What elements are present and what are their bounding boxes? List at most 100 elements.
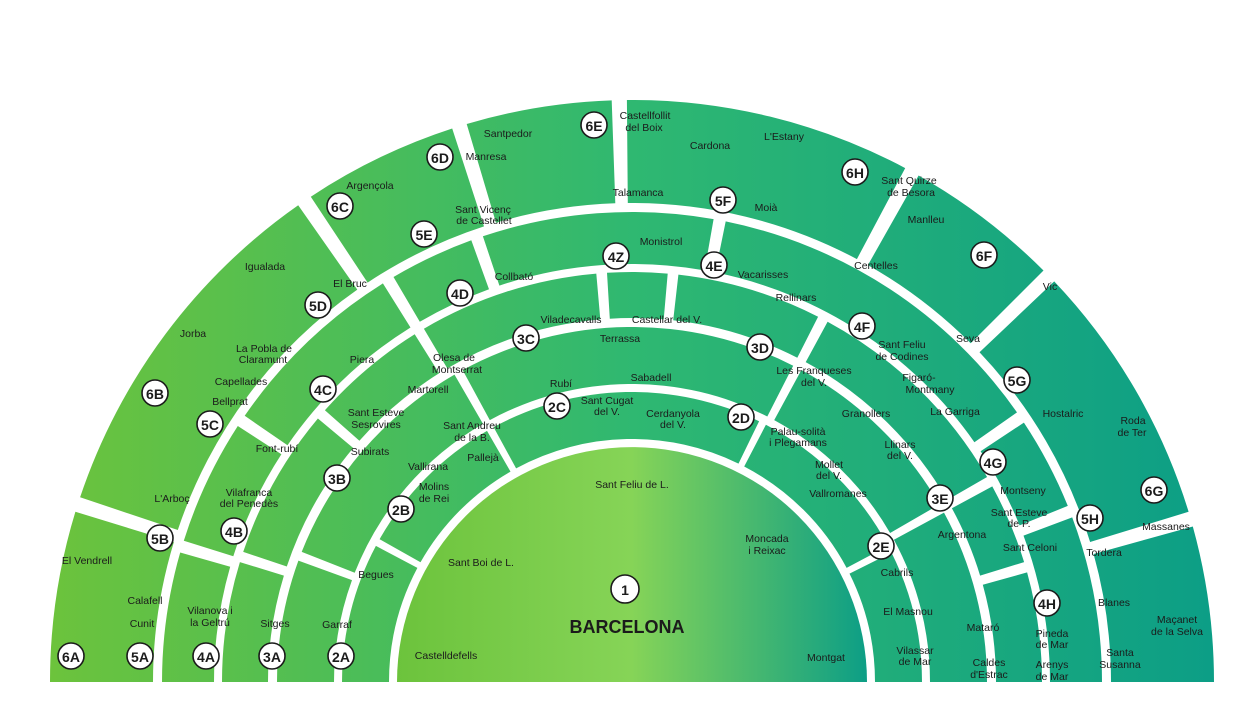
place-label: Seva <box>956 333 980 345</box>
zone-segment-1 <box>397 447 867 682</box>
place-label: Sant Vicenç <box>455 204 511 216</box>
place-label: del V. <box>801 377 827 389</box>
place-label: Sant Feliu de L. <box>595 479 669 491</box>
place-label: Jorba <box>180 328 206 340</box>
place-label: del V. <box>887 450 913 462</box>
svg-text:4B: 4B <box>225 524 243 540</box>
zone-segment-5h <box>1023 517 1102 682</box>
zone-badge-4z: 4Z <box>602 242 630 270</box>
place-label: i Plegamans <box>769 437 827 449</box>
place-label: Caldes <box>973 657 1006 669</box>
zone-badge-3b: 3B <box>323 464 351 492</box>
place-label: Sant Celoni <box>1003 542 1057 554</box>
place-label: Castelldefells <box>415 650 477 662</box>
zone-segment-6a <box>49 511 174 682</box>
zone-segment-5g <box>980 422 1068 526</box>
place-label: La Garriga <box>930 406 980 418</box>
place-label: de Mar <box>899 656 932 668</box>
zone-segment-6h <box>867 175 1044 344</box>
svg-text:6G: 6G <box>1145 483 1164 499</box>
zone-badges: 6A6B6C6D6E6H6F6G5A5B5C5D5E5F5G5H4A4B4C4D… <box>57 111 1168 670</box>
zone-badge-6h: 6H <box>841 158 869 186</box>
svg-text:3B: 3B <box>328 471 346 487</box>
svg-text:5F: 5F <box>715 193 732 209</box>
zone-badge-4b: 4B <box>220 517 248 545</box>
place-label: Manresa <box>466 151 507 163</box>
zone-segment-6e <box>626 99 906 260</box>
svg-text:2A: 2A <box>332 649 350 665</box>
place-label: Tordera <box>1086 547 1122 559</box>
place-label: Moncada <box>745 533 788 545</box>
zone-badge-6e: 6E <box>580 111 608 139</box>
place-label: Montgat <box>807 652 845 664</box>
place-labels: El VendrellJorbaIgualadaArgençolaSantped… <box>62 110 1203 683</box>
svg-text:6B: 6B <box>146 386 164 402</box>
svg-text:2D: 2D <box>732 410 750 426</box>
zone-segment-6g <box>1093 526 1214 682</box>
svg-text:5A: 5A <box>131 649 149 665</box>
zone-segment-4d <box>423 273 601 369</box>
place-label: Terrassa <box>600 333 640 345</box>
svg-text:6D: 6D <box>431 150 449 166</box>
zone-badge-5g: 5G <box>1003 366 1031 394</box>
zone-badge-6a: 6A <box>57 642 85 670</box>
place-label: Sesrovires <box>351 419 401 431</box>
place-label: Massanes <box>1142 521 1190 533</box>
svg-text:4Z: 4Z <box>608 249 625 265</box>
place-label: de Codines <box>875 351 928 363</box>
svg-text:4G: 4G <box>984 455 1003 471</box>
zone-segment-6d <box>466 100 616 223</box>
place-label: Maçanet <box>1157 614 1197 626</box>
place-label: de Castellet <box>456 215 512 227</box>
zone-segment-2e <box>849 552 922 682</box>
zone-badge-3d: 3D <box>746 333 774 361</box>
zone-segment-6f <box>979 281 1189 542</box>
zone-badge-3a: 3A <box>258 642 286 670</box>
zone-badge-5a: 5A <box>126 642 154 670</box>
zone-segment-5e <box>482 211 714 286</box>
zone-segment-4g <box>951 486 1025 576</box>
svg-text:5D: 5D <box>309 298 327 314</box>
svg-text:5H: 5H <box>1081 511 1099 527</box>
place-label: Castellfollit <box>620 110 671 122</box>
place-label: Vacarisses <box>738 269 789 281</box>
place-label: Vallromanes <box>809 488 867 500</box>
zone-badge-2e: 2E <box>867 532 895 560</box>
zone-badge-4d: 4D <box>446 279 474 307</box>
place-label: Pallejà <box>467 452 499 464</box>
place-label: Centelles <box>854 260 898 272</box>
place-label: El Vendrell <box>62 555 112 567</box>
place-label: Molins <box>419 481 449 493</box>
zone-badge-6f: 6F <box>970 241 998 269</box>
zone-badge-2d: 2D <box>727 403 755 431</box>
svg-text:2C: 2C <box>548 399 566 415</box>
zone-badge-5e: 5E <box>410 220 438 248</box>
svg-text:4H: 4H <box>1038 596 1056 612</box>
place-label: Cabrils <box>881 567 914 579</box>
svg-text:3A: 3A <box>263 649 281 665</box>
place-label: Rellinars <box>776 292 817 304</box>
zone-badge-3c: 3C <box>512 324 540 352</box>
svg-text:6A: 6A <box>62 649 80 665</box>
place-label: del V. <box>594 406 620 418</box>
place-label: Subirats <box>351 446 390 458</box>
place-label: Sitges <box>260 618 289 630</box>
zone-badge-5h: 5H <box>1076 504 1104 532</box>
place-label: El Masnou <box>883 606 933 618</box>
place-label: Argençola <box>346 180 393 192</box>
svg-text:5B: 5B <box>151 531 169 547</box>
zone-badge-2a: 2A <box>327 642 355 670</box>
place-label: Roda <box>1120 415 1145 427</box>
place-label: de P. <box>1007 518 1030 530</box>
svg-text:5C: 5C <box>201 417 219 433</box>
place-label: Les Franqueses <box>776 365 851 377</box>
place-label: Blanes <box>1098 597 1130 609</box>
zone-badge-2c: 2C <box>543 392 571 420</box>
place-label: Sant Esteve <box>991 507 1048 519</box>
svg-text:4E: 4E <box>705 258 722 274</box>
zone-badge-5d: 5D <box>304 291 332 319</box>
place-label: Rubí <box>550 378 572 390</box>
place-label: Llinars <box>885 439 916 451</box>
place-label: Mataró <box>967 622 1000 634</box>
